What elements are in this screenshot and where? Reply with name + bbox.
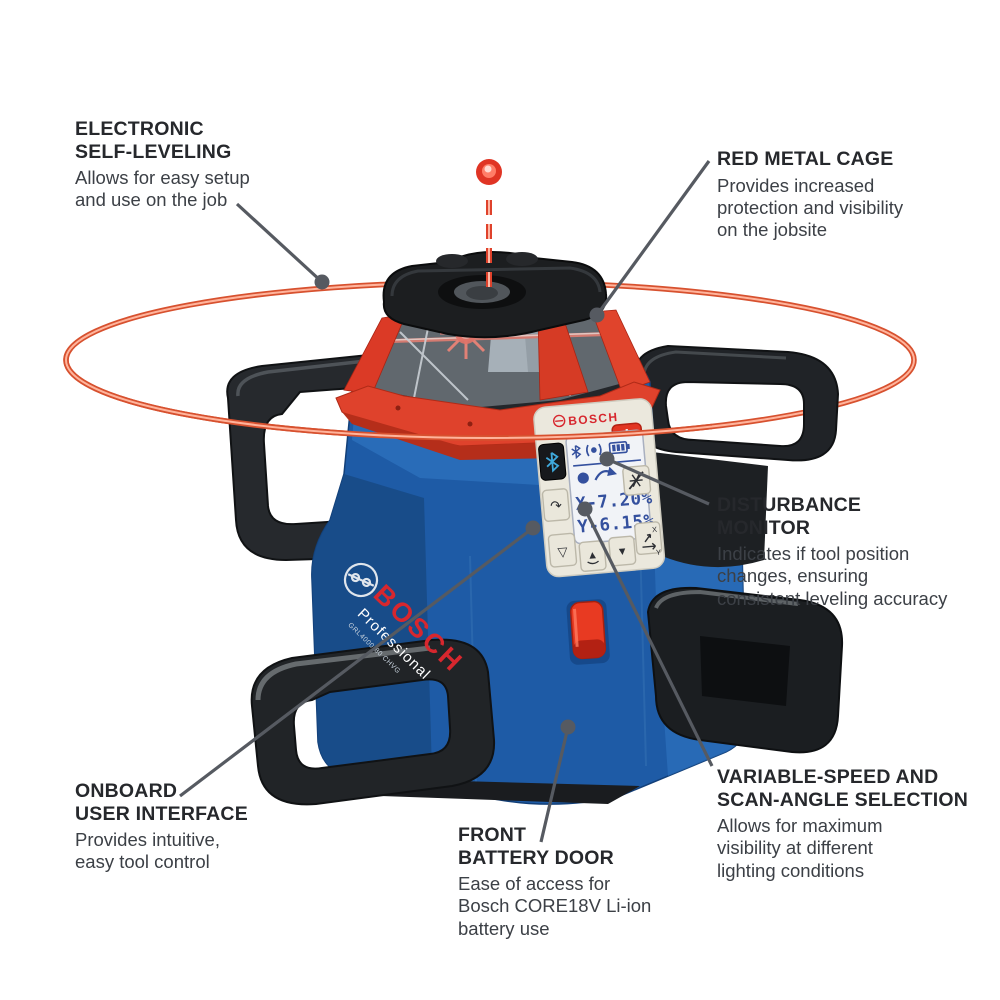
callout-front-battery-door: FRONT BATTERY DOOR Ease of access for Bo… — [458, 824, 708, 940]
bluetooth-icon — [571, 445, 582, 460]
bluetooth-button — [538, 442, 567, 481]
bottom-right-bumper — [646, 586, 844, 754]
bluetooth-icon — [545, 452, 560, 473]
scan-mode-button — [608, 535, 637, 567]
feature-description: Allows for easy setup and use on the job — [75, 167, 250, 211]
feature-description: Allows for maximum visibility at differe… — [717, 815, 883, 881]
callout-variable-speed-scan-angle: VARIABLE-SPEED AND SCAN-ANGLE SELECTION … — [717, 766, 977, 882]
callout-electronic-self-leveling: ELECTRONIC SELF-LEVELING Allows for easy… — [75, 118, 325, 212]
scan-angle-icon: ▼ — [616, 546, 628, 559]
feature-title: FRONT BATTERY DOOR — [458, 824, 614, 869]
vibration-alert-icon — [586, 443, 602, 457]
battery-icon — [608, 441, 630, 455]
feature-title: DISTURBANCE MONITOR — [717, 494, 862, 539]
svg-text:X: X — [652, 525, 658, 534]
callout-dots — [314, 274, 615, 735]
feature-description: Provides intuitive, easy tool control — [75, 829, 220, 873]
panel-brand-text: BOSCH — [568, 410, 619, 428]
bottom-left-bumper — [250, 638, 496, 806]
rotation-dot-icon — [577, 472, 589, 484]
plumb-icon: ▽ — [557, 544, 568, 560]
callout-onboard-user-interface: ONBOARD USER INTERFACE Provides intuitiv… — [75, 780, 325, 874]
feature-title: ONBOARD USER INTERFACE — [75, 780, 248, 825]
feature-title: VARIABLE-SPEED AND SCAN-ANGLE SELECTION — [717, 766, 969, 811]
body-bosch-emblem — [343, 562, 379, 598]
svg-text:Y: Y — [656, 548, 662, 557]
rotation-speed-button — [578, 540, 607, 572]
rotary-laser-device: BOSCH — [226, 250, 844, 806]
panel-bosch-logo: BOSCH — [552, 410, 619, 428]
keypad-glyphs: ↷ ▽ ▲ ▼ X Y — [550, 471, 662, 565]
feature-description: Provides increased protection and visibi… — [717, 174, 904, 240]
slope-arrow-icon: ↷ — [550, 497, 563, 514]
slope-arrow-icon — [594, 466, 618, 481]
feature-title: RED METAL CAGE — [717, 148, 894, 170]
xy-axis-icon — [642, 533, 656, 550]
slope-mode-button — [541, 488, 571, 522]
feature-description: Indicates if tool position changes, ensu… — [717, 543, 948, 609]
callout-disturbance-monitor: DISTURBANCE MONITOR Indicates if tool po… — [717, 494, 977, 610]
top-cap — [382, 250, 608, 339]
plumb-laser-beam — [476, 159, 502, 296]
callout-lines — [179, 160, 714, 843]
callout-red-metal-cage: RED METAL CAGE Provides increased protec… — [717, 148, 967, 241]
feature-description: Ease of access for Bosch CORE18V Li-ion … — [458, 873, 652, 939]
rotation-speed-icon: ▲ — [587, 549, 599, 562]
feature-title: ELECTRONIC SELF-LEVELING — [75, 118, 232, 163]
laser-circle-front-arc — [63, 350, 712, 441]
control-panel: BOSCH — [533, 398, 666, 578]
right-handle — [632, 344, 840, 462]
battery-door-latch — [566, 599, 610, 665]
plumb-button — [547, 532, 578, 568]
